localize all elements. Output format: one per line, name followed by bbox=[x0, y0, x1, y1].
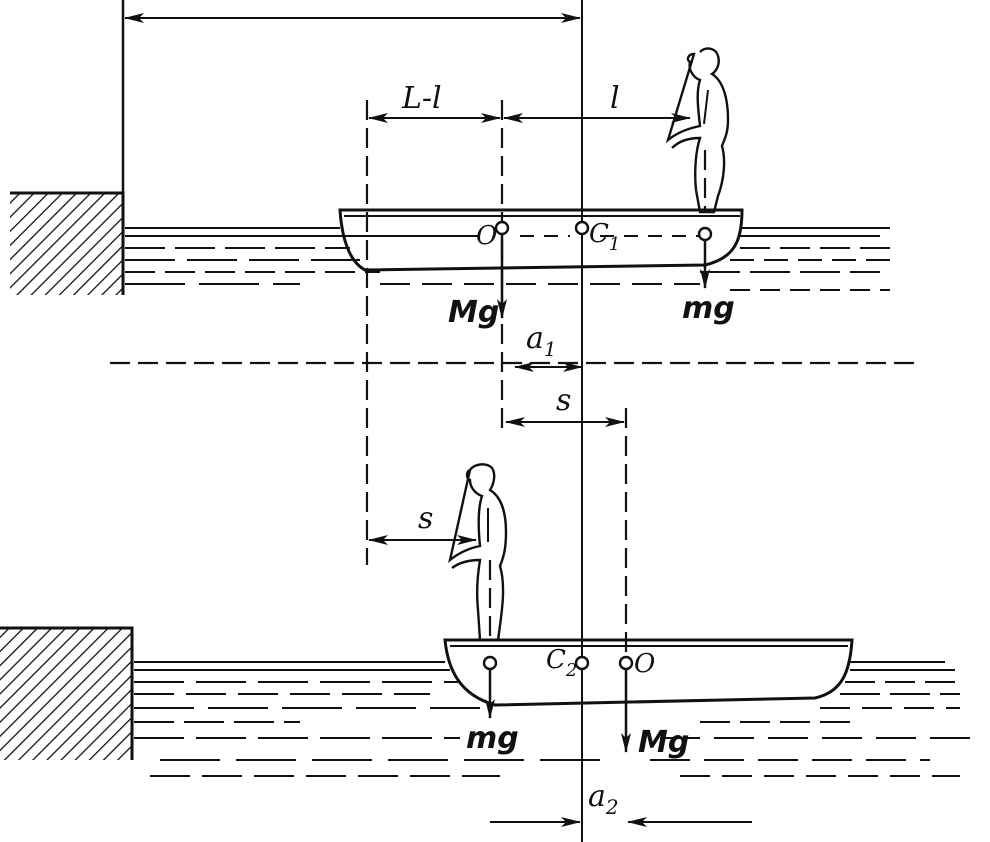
point-O-top bbox=[494, 220, 510, 236]
Mg-bottom-label: Mg bbox=[638, 725, 689, 760]
boat-bottom bbox=[443, 638, 854, 707]
L-minus-l-label: L-l bbox=[401, 81, 442, 116]
top-scene: L-l l O C1 Mg mg bbox=[10, 0, 890, 842]
Mg-top-label: Mg bbox=[448, 295, 499, 330]
O-bottom-label: O bbox=[634, 649, 655, 679]
middle-annotations: a1 s bbox=[110, 321, 915, 660]
water-bottom bbox=[134, 661, 970, 777]
pier-top bbox=[10, 0, 125, 295]
boat-top bbox=[338, 208, 744, 272]
s-mid-label: s bbox=[556, 383, 571, 418]
water-top bbox=[125, 227, 890, 291]
a1-label: a1 bbox=[526, 321, 557, 361]
C2-label: C2 bbox=[546, 645, 577, 681]
mg-bottom-label: mg bbox=[466, 721, 519, 756]
point-person-bottom bbox=[482, 655, 498, 671]
C1-label: C1 bbox=[589, 219, 620, 255]
l-label: l bbox=[610, 81, 620, 116]
person-top bbox=[665, 47, 730, 214]
point-O-bottom bbox=[618, 655, 634, 671]
point-C2 bbox=[574, 655, 590, 671]
person-bottom bbox=[448, 463, 508, 642]
point-person-top bbox=[697, 226, 713, 242]
mg-top-label: mg bbox=[682, 291, 735, 326]
s-bottom-label: s bbox=[418, 501, 433, 536]
O-top-label: O bbox=[476, 221, 497, 251]
pier-bottom bbox=[0, 626, 134, 760]
bottom-scene: s C2 O mg Mg a2 bbox=[0, 463, 970, 827]
a2-label: a2 bbox=[588, 779, 619, 819]
point-C1 bbox=[574, 220, 590, 236]
